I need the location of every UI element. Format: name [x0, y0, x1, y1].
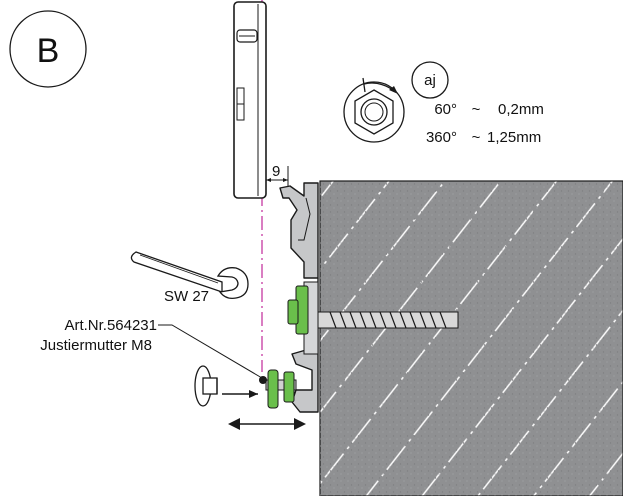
gap-label: 9 [272, 163, 280, 180]
step-badge: B [9, 10, 87, 88]
adjusting-nut [259, 369, 297, 409]
adjuster-part [194, 365, 258, 407]
rotation-arrow-icon [362, 77, 398, 94]
part-callout: Art.Nr.564231 Justiermutter M8 [40, 317, 263, 379]
adjust-ratio-2: 360° ~ 1,25mm [426, 129, 541, 146]
adjust-ratio-1: 60° ~ 0,2mm [434, 101, 544, 118]
spirit-level [233, 1, 267, 199]
part-number: Art.Nr.564231 [64, 317, 157, 334]
wrench-label: SW 27 [164, 288, 209, 305]
ratio-2-value: 1,25mm [487, 129, 541, 146]
wall-fixing-nut [287, 285, 309, 335]
adjustment-range-arrow [228, 418, 306, 430]
adjust-badge: aj [411, 61, 449, 99]
adjust-badge-label: aj [424, 72, 436, 89]
ratio-2-sep: ~ [472, 129, 481, 146]
ratio-2-angle: 360° [426, 129, 457, 146]
part-name: Justiermutter M8 [40, 337, 152, 354]
concrete-wall [319, 180, 623, 497]
hex-nut-icon [343, 81, 405, 143]
ratio-1-value: 0,2mm [498, 101, 544, 118]
anchor-bolt [317, 311, 459, 329]
step-badge-label: B [37, 32, 60, 70]
ratio-1-sep: ~ [472, 101, 481, 118]
gap-dimension: 9 [265, 163, 289, 186]
wrench-icon [130, 251, 249, 300]
ratio-1-angle: 60° [434, 101, 457, 118]
